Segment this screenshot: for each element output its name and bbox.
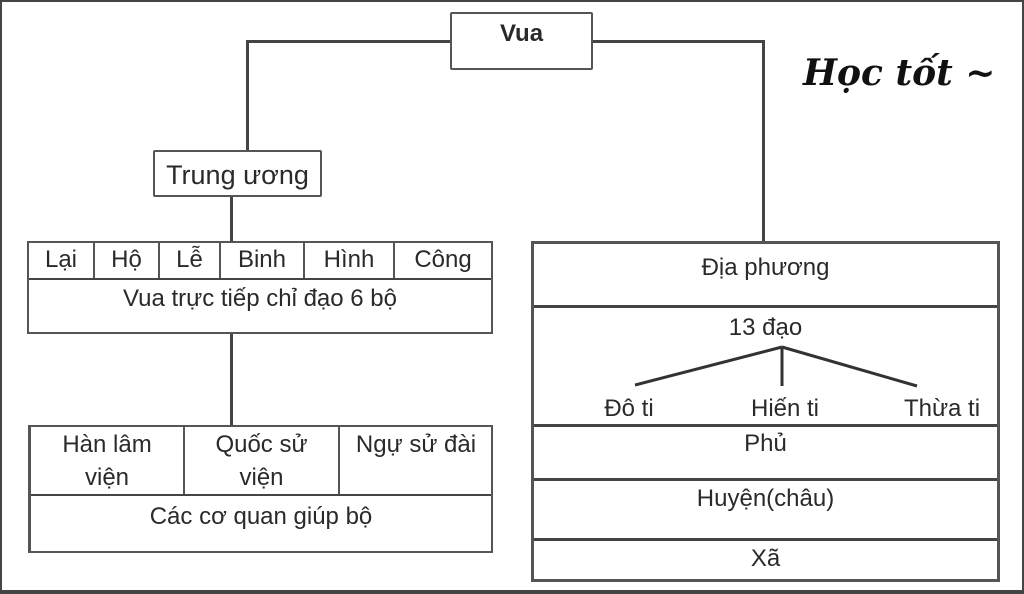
agency-ngu-su-dai: Ngự sử đài <box>340 427 492 495</box>
local-table: Địa phương 13 đạo Đô ti Hiến ti Thừa ti … <box>531 241 1000 582</box>
level-xa: Xã <box>750 545 781 572</box>
office-hien-ti: Hiến ti <box>750 395 820 422</box>
connector-central-ministries <box>230 196 233 242</box>
agency-han-lam-line2: viện <box>84 464 130 491</box>
agency-quoc-su-line2: viện <box>239 464 284 491</box>
office-do-ti: Đô ti <box>604 395 654 422</box>
agency-quoc-su-line1: Quốc sử <box>215 431 308 458</box>
ministries-divider <box>29 278 491 280</box>
king-box: Vua <box>450 12 593 70</box>
motto-text: Học tốt ~ <box>803 52 996 94</box>
agencies-divider <box>31 494 491 496</box>
agencies-caption: Các cơ quan giúp bộ <box>149 503 373 530</box>
connector-ministries-agencies <box>230 333 233 426</box>
local-divider-3 <box>534 478 997 481</box>
king-label: Vua <box>499 20 544 47</box>
ministry-hinh: Hình <box>305 243 395 279</box>
central-label: Trung ương <box>166 160 309 190</box>
agency-han-lam-line1: Hàn lâm <box>62 431 152 458</box>
regions-label: 13 đạo <box>728 314 803 341</box>
local-divider-4 <box>534 538 997 541</box>
ministries-table: Lại Hộ Lễ Binh Hình Công Vua trực tiếp c… <box>27 241 493 334</box>
branch-line-thua-ti <box>781 345 918 388</box>
level-phu: Phủ <box>744 430 787 457</box>
connector-king-right <box>592 40 764 43</box>
ministry-cong: Công <box>414 246 472 273</box>
connector-king-left-down <box>246 40 249 150</box>
connector-king-right-down <box>762 40 765 242</box>
agency-ngu-su-line1: Ngự sử đài <box>355 431 477 458</box>
local-label: Địa phương <box>701 254 830 281</box>
ministry-lai: Lại <box>29 243 95 279</box>
local-divider-2 <box>534 424 997 427</box>
ministry-binh: Binh <box>221 243 305 279</box>
ministries-row: Lại Hộ Lễ Binh Hình Công <box>29 243 491 279</box>
ministry-ho: Hộ <box>95 243 160 279</box>
local-divider-1 <box>534 305 997 308</box>
connector-king-left <box>247 40 451 43</box>
ministry-le: Lễ <box>160 243 221 279</box>
level-huyen-chau: Huyện(châu) <box>696 485 835 512</box>
office-thua-ti: Thừa ti <box>903 395 981 422</box>
agencies-table: Hàn lâm viện Quốc sử viện Ngự sử đài Các… <box>28 425 493 553</box>
central-box: Trung ương <box>153 150 322 197</box>
regions-branch-lines <box>634 345 918 388</box>
agency-han-lam-vien: Hàn lâm viện <box>31 427 185 495</box>
ministries-caption: Vua trực tiếp chỉ đạo 6 bộ <box>122 285 397 312</box>
agency-quoc-su-vien: Quốc sử viện <box>185 427 340 495</box>
branch-line-do-ti <box>634 345 783 387</box>
